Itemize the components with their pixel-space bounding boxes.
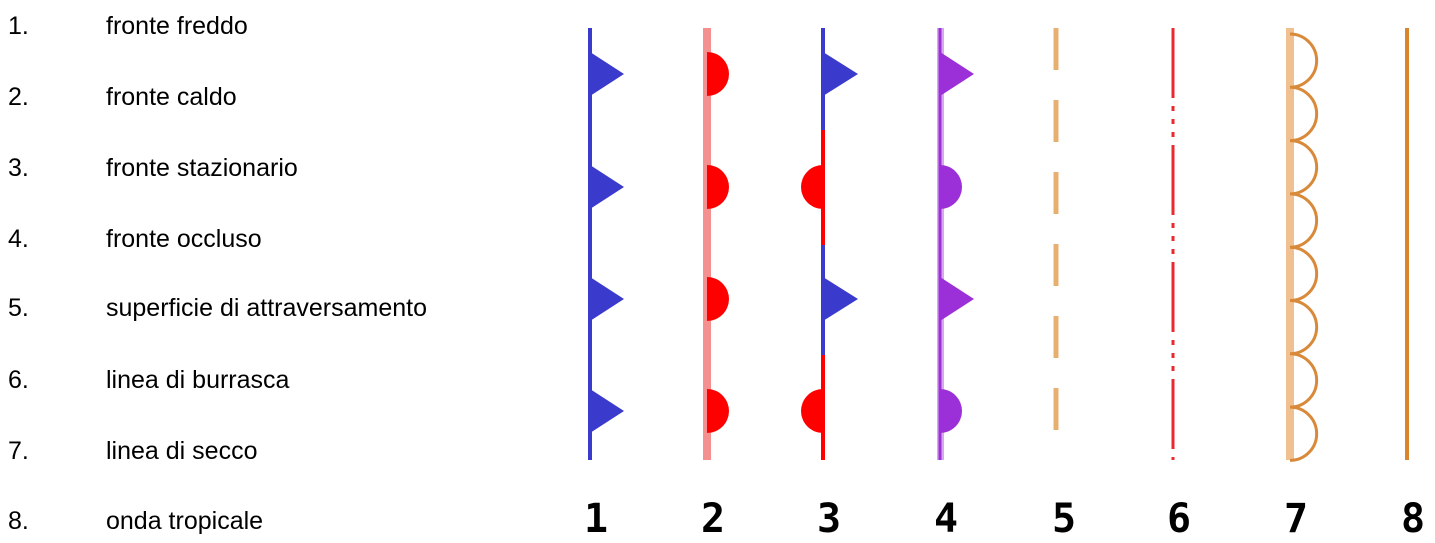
legend-item-6: 6. linea di burrasca: [0, 366, 560, 402]
legend-number: 1.: [8, 12, 29, 40]
occluded-front-triangle: [940, 277, 974, 321]
legend-number: 4.: [8, 225, 29, 253]
legend-number: 8.: [8, 507, 29, 535]
stationary-front-semicircle: [801, 165, 823, 209]
legend-number: 5.: [8, 294, 29, 322]
column-numbers: 1 2 3 4 5 6 7 8: [584, 496, 1425, 542]
dry-line-scallops: [1289, 32, 1319, 462]
cold-front-triangle: [590, 277, 624, 321]
legend-label: fronte caldo: [106, 83, 237, 111]
legend-item-1: 1. fronte freddo: [0, 12, 560, 48]
column-number: 8: [1401, 496, 1425, 542]
dry-line-band: [1286, 28, 1294, 460]
column-number: 2: [701, 496, 725, 542]
column-number: 1: [584, 496, 608, 542]
legend-number: 2.: [8, 83, 29, 111]
column-number: 5: [1052, 496, 1076, 542]
cold-front-triangle: [590, 389, 624, 433]
legend-item-2: 2. fronte caldo: [0, 83, 560, 119]
occluded-front-semicircle: [940, 389, 962, 433]
stationary-front-triangle: [823, 277, 858, 321]
legend-item-8: 8. onda tropicale: [0, 507, 560, 543]
legend-label: fronte freddo: [106, 12, 248, 40]
warm-front-symbol: [703, 28, 729, 460]
legend-item-5: 5. superficie di attraversamento: [0, 294, 560, 330]
legend-number: 7.: [8, 437, 29, 465]
legend-label: fronte occluso: [106, 225, 262, 253]
warm-front-semicircle: [707, 277, 729, 321]
stationary-front-symbol: [801, 28, 858, 460]
legend-label: linea di secco: [106, 437, 258, 465]
legend-item-7: 7. linea di secco: [0, 437, 560, 473]
legend-label: linea di burrasca: [106, 366, 290, 394]
legend-item-4: 4. fronte occluso: [0, 225, 560, 261]
occluded-front-semicircle: [940, 165, 962, 209]
cold-front-triangle: [590, 52, 624, 96]
warm-front-semicircle: [707, 389, 729, 433]
occluded-front-symbol: [937, 28, 974, 460]
column-number: 7: [1284, 496, 1308, 542]
warm-front-semicircle: [707, 52, 729, 96]
cold-front-triangle: [590, 165, 624, 209]
legend-number: 3.: [8, 154, 29, 182]
stationary-front-triangle: [823, 52, 858, 96]
column-number: 3: [817, 496, 841, 542]
legend-number: 6.: [8, 366, 29, 394]
warm-front-line: [703, 28, 711, 460]
occluded-front-triangle: [940, 52, 974, 96]
legend-item-3: 3. fronte stazionario: [0, 154, 560, 190]
column-number: 6: [1167, 496, 1191, 542]
dry-line-symbol: [1286, 28, 1319, 462]
stationary-front-semicircle: [801, 389, 823, 433]
column-number: 4: [934, 496, 958, 542]
legend-label: fronte stazionario: [106, 154, 298, 182]
legend-label: onda tropicale: [106, 507, 264, 535]
legend-label: superficie di attraversamento: [106, 294, 427, 322]
cold-front-symbol: [588, 28, 624, 460]
warm-front-semicircle: [707, 165, 729, 209]
